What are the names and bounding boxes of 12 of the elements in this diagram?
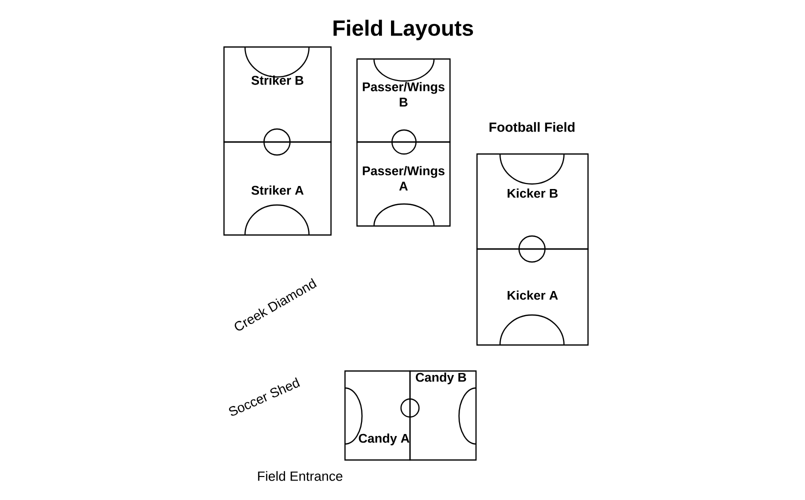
field-half: Kicker A	[476, 248, 589, 346]
area-label: Football Field	[490, 122, 574, 132]
area-label: Field Entrance	[258, 471, 342, 481]
field-half: Candy B	[409, 370, 477, 461]
area-label: Soccer Shed	[229, 377, 300, 416]
field-half: Striker B	[223, 46, 332, 143]
title: Field Layouts	[334, 20, 473, 40]
field-half: Kicker B	[476, 153, 589, 250]
field-half: Striker A	[223, 141, 332, 236]
field-half: Passer/Wings A	[356, 141, 451, 227]
field-half: Passer/Wings B	[356, 58, 451, 143]
field-half: Candy A	[344, 370, 411, 461]
